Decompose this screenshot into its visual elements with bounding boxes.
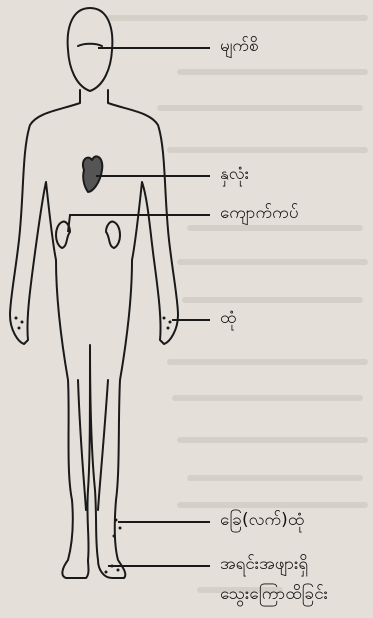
kidney-right [106,222,120,248]
hand-label: ထုံ [220,310,236,327]
blood-vessel-label-line1: အရင်းအဖျားရှိ [220,556,308,573]
heart-label: နှလုံး [220,166,249,183]
head-outline [68,8,113,91]
foot-label: ခြေ(လက်)ထုံ [220,512,304,529]
kidney-label: ကျောက်ကပ် [220,205,299,222]
blood-vessel-label-line2: သွေးကြောထိခြင်း [220,586,328,603]
heart-organ [83,156,102,192]
eye-label: မျက်စိ [220,38,259,55]
